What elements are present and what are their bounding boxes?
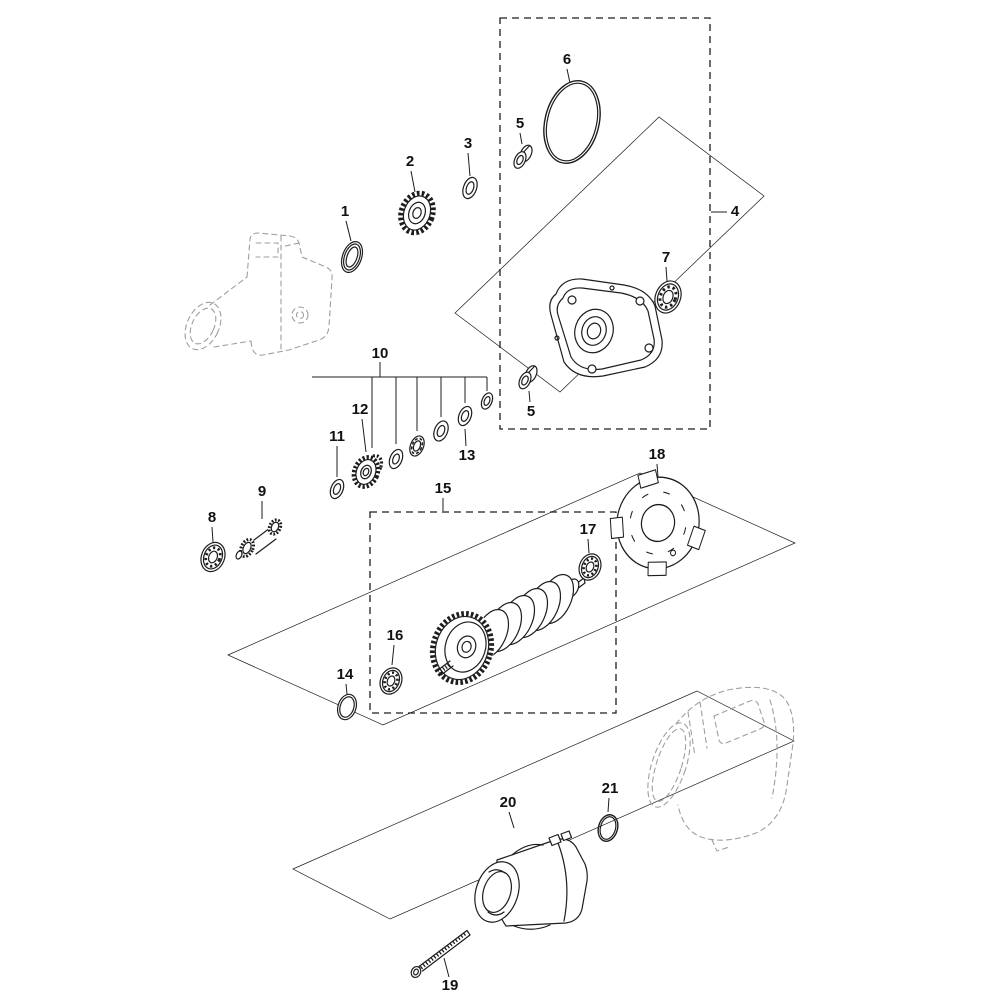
part-17-bearing — [578, 553, 602, 581]
leader-line — [361, 418, 367, 453]
callout-19-screw: 19 — [442, 977, 459, 994]
group-box-gearcase-cover-assembly — [499, 17, 711, 430]
group-boxes — [369, 17, 711, 714]
leader-line — [391, 644, 395, 666]
leader-line — [211, 526, 214, 543]
callout-16-ball-bearing: 16 — [387, 627, 404, 644]
part-20-field-stator — [474, 830, 588, 930]
leader-line — [656, 463, 659, 478]
part-6-o-ring — [543, 80, 601, 164]
callout-14-retaining-ring: 14 — [337, 666, 354, 683]
part-14-ring — [336, 693, 358, 721]
callout-5-bushing-lower: 5 — [527, 403, 535, 420]
leader-line — [566, 68, 571, 84]
callout-13-washer: 13 — [459, 447, 476, 464]
assembly-planes — [227, 116, 796, 920]
callout-3-washer: 3 — [464, 135, 472, 152]
part-5-bushing-lower — [518, 365, 538, 390]
callout-7-ball-bearing: 7 — [662, 249, 670, 266]
part-2-gear — [398, 190, 436, 236]
leader-line — [519, 132, 523, 145]
part-13-washer — [457, 405, 473, 427]
callout-12-double-gear: 12 — [352, 401, 369, 418]
part-10-washer-set — [388, 392, 494, 470]
part-7-bearing — [654, 280, 682, 314]
phantom-gear-housing — [184, 232, 333, 356]
callout-4-gearcase-cover-assembly: 4 — [731, 203, 740, 220]
callout-11-washer: 11 — [329, 428, 345, 445]
leader-line — [464, 428, 467, 447]
leader-line — [410, 170, 416, 193]
part-16-bearing — [379, 667, 403, 695]
callout-20-field-stator: 20 — [500, 794, 517, 811]
part-21-o-ring — [597, 814, 619, 842]
callout-21-o-ring-small: 21 — [602, 780, 619, 797]
leader-line — [467, 152, 471, 177]
part-15-armature — [429, 573, 586, 686]
callout-2-helical-gear: 2 — [406, 153, 414, 170]
callout-8-ball-bearing: 8 — [208, 509, 216, 526]
leader-line — [443, 957, 450, 978]
leader-line — [508, 811, 515, 829]
callout-15-armature-assembly: 15 — [435, 480, 452, 497]
plane-top — [454, 116, 765, 393]
phantom-motor-housing — [647, 686, 795, 852]
callout-9-pinion-shaft: 9 — [258, 483, 266, 500]
group-box-armature-assembly — [369, 511, 617, 714]
leader-line — [345, 220, 352, 242]
callout-17-ball-bearing: 17 — [580, 521, 597, 538]
leader-line — [528, 390, 531, 403]
part-3-washer — [462, 176, 478, 200]
callout-6-o-ring-large: 6 — [563, 51, 571, 68]
leader-line — [607, 797, 610, 813]
part-9-pinion-shaft — [235, 518, 283, 560]
part-5-bushing-upper — [513, 144, 533, 169]
leader-line — [665, 266, 668, 282]
leader-line — [587, 538, 590, 554]
plane-bottom — [292, 690, 795, 920]
plane-middle — [227, 472, 796, 726]
callout-5-bushing-upper: 5 — [516, 115, 524, 132]
part-gearcase-cover — [549, 278, 663, 378]
callout-10-washer-set: 10 — [372, 345, 389, 362]
part-12-gear — [351, 454, 384, 489]
callout-1-seal-ring: 1 — [341, 203, 349, 220]
part-11-washer — [329, 478, 345, 500]
part-8-bearing — [200, 541, 226, 573]
callout-18-air-baffle-disc: 18 — [649, 446, 666, 463]
part-18-air-baffle — [609, 469, 706, 577]
leader-line — [345, 683, 348, 695]
part-1-seal-ring — [340, 241, 364, 273]
part-19-screw — [410, 929, 471, 979]
